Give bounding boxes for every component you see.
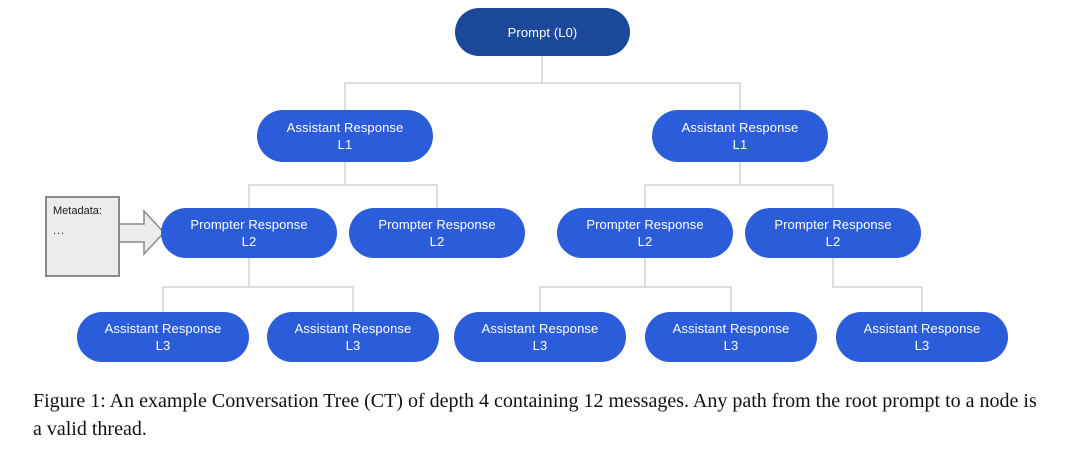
node-title: Prompter Response <box>190 217 308 232</box>
node-level: L2 <box>637 234 653 249</box>
node-assistant-response-l3-4: Assistant Response L3 <box>645 312 817 362</box>
node-level: L1 <box>732 137 748 152</box>
node-level: L2 <box>241 234 257 249</box>
node-title: Assistant Response <box>294 321 412 336</box>
node-level: L2 <box>429 234 445 249</box>
tree-connectors <box>118 56 923 312</box>
node-prompt-l0: Prompt (L0) <box>455 8 630 56</box>
node-title: Assistant Response <box>672 321 790 336</box>
connector-l24-to-l3 <box>832 258 923 312</box>
node-assistant-response-l1-right: Assistant Response L1 <box>652 110 828 162</box>
node-assistant-response-l3-3: Assistant Response L3 <box>454 312 626 362</box>
node-prompter-response-l2-2: Prompter Response L2 <box>349 208 525 258</box>
metadata-box: Metadata: ... <box>45 196 120 277</box>
node-title: Assistant Response <box>286 120 404 135</box>
node-assistant-response-l3-2: Assistant Response L3 <box>267 312 439 362</box>
node-level: L3 <box>345 338 361 353</box>
node-title: Assistant Response <box>681 120 799 135</box>
connector-l21-to-l3 <box>162 258 354 312</box>
node-label: Prompt (L0) <box>507 24 578 40</box>
connector-l23-to-l3 <box>539 258 732 312</box>
node-title: Prompter Response <box>378 217 496 232</box>
node-title: Prompter Response <box>586 217 704 232</box>
figure-caption: Figure 1: An example Conversation Tree (… <box>33 390 1037 440</box>
connector-l1right-to-l2 <box>644 162 834 208</box>
node-prompter-response-l2-4: Prompter Response L2 <box>745 208 921 258</box>
node-assistant-response-l1-left: Assistant Response L1 <box>257 110 433 162</box>
connector-l0-to-l1 <box>344 56 741 110</box>
metadata-box-ellipsis: ... <box>53 225 66 237</box>
node-title: Assistant Response <box>863 321 981 336</box>
node-level: L3 <box>914 338 930 353</box>
node-level: L3 <box>532 338 548 353</box>
node-level: L3 <box>723 338 739 353</box>
metadata-arrow-icon <box>118 209 166 256</box>
node-assistant-response-l3-5: Assistant Response L3 <box>836 312 1008 362</box>
node-title: Assistant Response <box>104 321 222 336</box>
node-title: Prompter Response <box>774 217 892 232</box>
metadata-box-title: Metadata: <box>53 205 102 217</box>
node-assistant-response-l3-1: Assistant Response L3 <box>77 312 249 362</box>
node-prompter-response-l2-1: Prompter Response L2 <box>161 208 337 258</box>
node-level: L2 <box>825 234 841 249</box>
node-level: L3 <box>155 338 171 353</box>
node-title: Assistant Response <box>481 321 599 336</box>
node-level: L1 <box>337 137 353 152</box>
node-prompter-response-l2-3: Prompter Response L2 <box>557 208 733 258</box>
connector-l1left-to-l2 <box>248 162 438 208</box>
